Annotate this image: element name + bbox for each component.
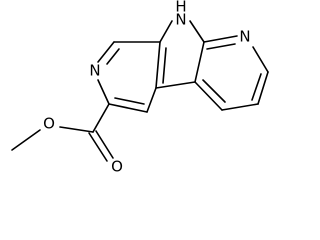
bond-c6-c5-inner [114, 97, 145, 105]
bond-ccarbonyl-o-ester [59, 126, 94, 133]
bond-c4-c4a [194, 81, 223, 111]
bond-c6-ccarbonyl [92, 103, 110, 133]
atom-label-pyridine-n-left: N [89, 62, 100, 80]
bond-carbonyl-double-a [88, 132, 108, 162]
atom-label-ester-o-single: O [43, 115, 55, 133]
atom-label-nh: N [175, 11, 186, 29]
bond-c9a-c4a [194, 41, 205, 83]
bond-c4a-c4b [155, 81, 196, 89]
bond-c8-n7-inner [106, 48, 120, 65]
bond-c5-c4b [146, 87, 157, 113]
structure-canvas: H N N N O O [11, 0, 269, 176]
bond-c9a-n1 [203, 35, 238, 43]
atom-label-ester-o-double: O [111, 158, 123, 176]
bond-c3-c4 [221, 103, 259, 111]
bond-c4-c4a-inner [202, 79, 226, 103]
bond-n7-c6 [97, 79, 110, 105]
molecule-structure: H N N N O O [11, 0, 269, 176]
bond-c8a-n9 [159, 20, 173, 43]
bond-o-ester-methyl [11, 129, 41, 151]
atom-label-nh-h: H [175, 0, 186, 16]
bond-c4b-c8a [155, 41, 161, 89]
bond-c6-c5 [108, 103, 148, 113]
bond-c2-c3 [257, 71, 269, 105]
bond-c2-c3-inner [251, 73, 262, 101]
bond-c4b-c8a-inner [162, 47, 167, 84]
bond-n9-c9a [189, 20, 205, 43]
bond-n1-c2 [252, 46, 269, 73]
atom-label-pyridine-n-right: N [239, 28, 250, 46]
bond-carbonyl-double-b [95, 130, 114, 159]
bond-c8-n7 [97, 41, 115, 63]
bond-c9a-n1-inner [206, 43, 236, 50]
